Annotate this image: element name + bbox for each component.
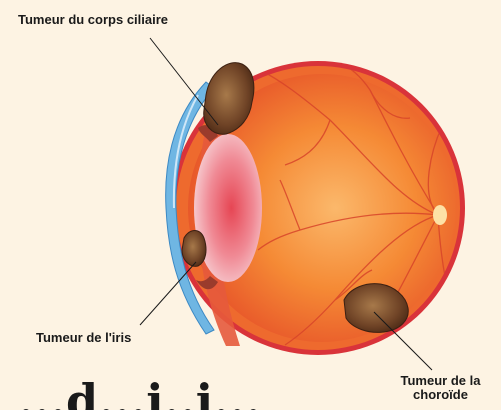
label-choroid-tumor-line1: Tumeur de la — [380, 374, 501, 388]
cropped-heading: ...d...i..i... — [18, 378, 261, 410]
label-iris-tumor: Tumeur de l'iris — [36, 330, 131, 345]
iris-tumor — [182, 231, 206, 267]
label-ciliary-body-tumor: Tumeur du corps ciliaire — [18, 12, 168, 27]
label-choroid-tumor-line2: choroïde — [380, 388, 501, 402]
label-choroid-tumor: Tumeur de la choroïde — [380, 374, 501, 402]
optic-disc — [433, 205, 447, 225]
